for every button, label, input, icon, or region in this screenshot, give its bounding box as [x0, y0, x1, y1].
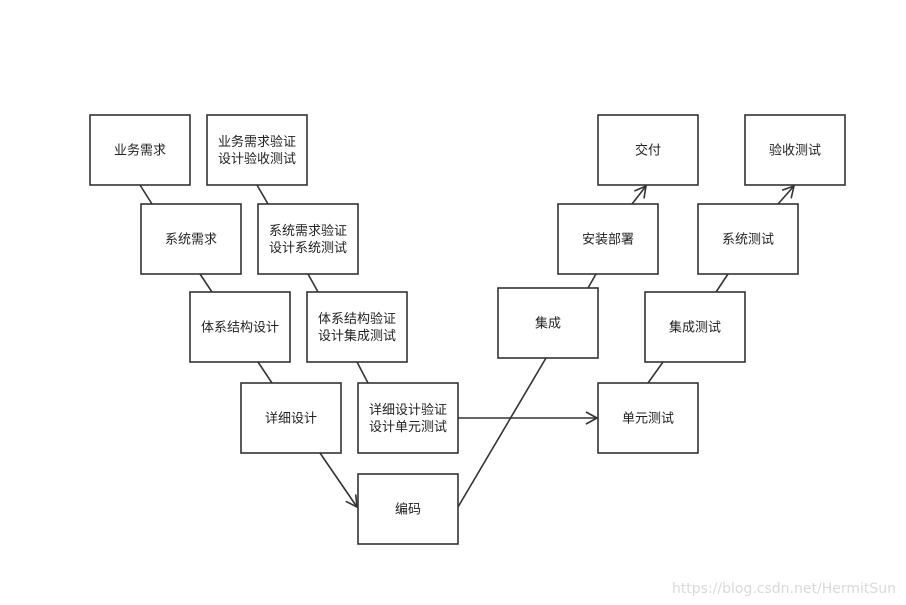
arrow-head-icon [345, 494, 358, 508]
node-label: 详细设计 [265, 412, 317, 427]
node-box [189, 291, 291, 363]
node-box [140, 203, 242, 275]
edge-sys-req-verify-to-arch-verify [307, 273, 319, 293]
node-box [89, 114, 191, 186]
node-box [497, 287, 599, 359]
edge-biz-req-verify-to-sys-req-verify [256, 184, 269, 205]
node-label: 设计系统测试 [269, 241, 347, 256]
edge-arch-verify-to-detail-verify [356, 361, 369, 384]
edge-unit-test-to-integration-test [647, 361, 664, 384]
edge-line [356, 361, 369, 384]
node-label: 业务需求验证 [218, 134, 296, 150]
arrow-head-icon [634, 185, 647, 199]
edge-arch-design-to-detail-design [257, 361, 273, 384]
node-box [744, 114, 846, 186]
node-label: 体系结构设计 [201, 321, 279, 336]
node-label: 集成测试 [669, 320, 721, 336]
node-delivery: 交付 [597, 114, 699, 186]
node-deploy: 安装部署 [557, 203, 659, 275]
node-label: 交付 [635, 143, 661, 159]
node-label: 系统需求验证 [269, 223, 347, 239]
node-sys-req: 系统需求 [140, 203, 242, 275]
node-integration: 集成 [497, 287, 599, 359]
edge-detail-design-to-coding [319, 452, 358, 508]
edge-biz-req-to-sys-req [139, 184, 153, 205]
node-box [206, 114, 308, 186]
edge-line [587, 273, 597, 289]
node-label: 详细设计验证 [369, 402, 447, 418]
edge-system-test-to-acceptance-test [777, 185, 795, 205]
node-box [257, 203, 359, 275]
edge-detail-verify-to-unit-test [458, 411, 598, 425]
edge-line [777, 185, 795, 205]
node-box [557, 203, 659, 275]
arrow-head-icon [585, 411, 598, 425]
node-box [306, 291, 408, 363]
edge-line [715, 273, 729, 293]
node-coding: 编码 [357, 473, 459, 545]
node-detail-design: 详细设计 [240, 382, 342, 454]
edge-line [199, 273, 213, 293]
node-arch-design: 体系结构设计 [189, 291, 291, 363]
node-label: 体系结构验证 [318, 311, 396, 327]
edge-line [307, 273, 319, 293]
node-biz-req: 业务需求 [89, 114, 191, 186]
node-system-test: 系统测试 [697, 203, 799, 275]
edge-integration-test-to-system-test [715, 273, 729, 293]
node-unit-test: 单元测试 [597, 382, 699, 454]
node-box [240, 382, 342, 454]
edge-line [257, 361, 273, 384]
watermark-text: https://blog.csdn.net/HermitSun [671, 581, 896, 597]
node-label: 设计验收测试 [218, 151, 296, 167]
node-box [697, 203, 799, 275]
node-integration-test: 集成测试 [644, 291, 746, 363]
node-label: 设计单元测试 [369, 420, 447, 435]
node-label: 单元测试 [622, 412, 674, 427]
node-acceptance-test: 验收测试 [744, 114, 846, 186]
node-label: 系统需求 [165, 233, 217, 248]
node-label: 集成 [535, 316, 561, 332]
edge-line [256, 184, 269, 205]
node-label: 业务需求 [114, 143, 166, 159]
edge-sys-req-to-arch-design [199, 273, 213, 293]
edge-line [631, 185, 647, 205]
node-label: 设计集成测试 [318, 328, 396, 344]
edge-line [457, 357, 547, 508]
node-box [357, 473, 459, 545]
edge-integration-to-deploy [587, 273, 597, 289]
edge-line [319, 452, 358, 508]
node-box [597, 382, 699, 454]
arrow-head-icon [781, 185, 795, 199]
node-label: 验收测试 [769, 143, 821, 159]
edge-line [139, 184, 153, 205]
node-box [357, 382, 459, 454]
edge-line [647, 361, 664, 384]
edge-coding-to-integration [457, 357, 547, 508]
node-label: 编码 [395, 503, 421, 518]
edge-deploy-to-delivery [631, 185, 647, 205]
node-label: 安装部署 [582, 233, 634, 248]
node-box [597, 114, 699, 186]
node-box [644, 291, 746, 363]
edges-layer [139, 184, 795, 508]
node-label: 系统测试 [722, 233, 774, 248]
